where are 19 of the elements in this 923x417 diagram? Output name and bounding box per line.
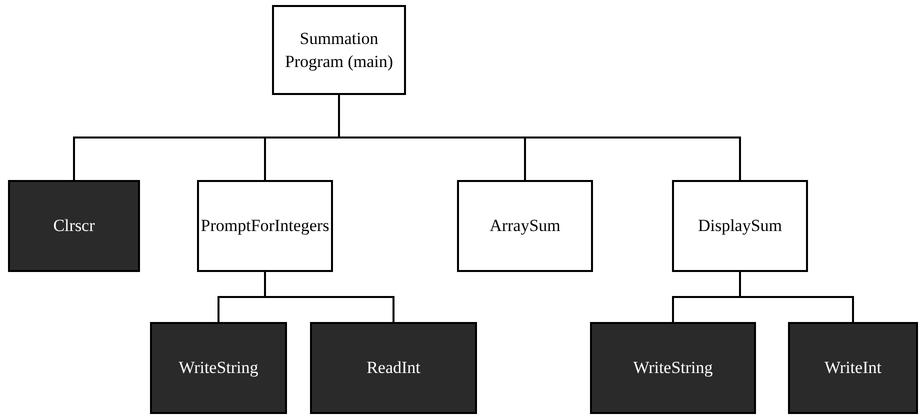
box-label: WriteString xyxy=(633,357,713,380)
procedure-box xyxy=(272,5,406,95)
shaded-procedure-box xyxy=(8,180,140,272)
shaded-procedure-box xyxy=(310,322,477,414)
box-label: WriteString xyxy=(178,357,258,380)
connector-line xyxy=(264,272,394,322)
procedure-box xyxy=(672,180,808,272)
box-label: WriteInt xyxy=(824,357,882,380)
shaded-procedure-box xyxy=(590,322,756,414)
procedure-box xyxy=(197,180,333,272)
box-label: ReadInt xyxy=(366,357,420,380)
procedure-box xyxy=(457,180,593,272)
box-label: PromptForIntegers xyxy=(200,215,330,238)
box-label: Clrscr xyxy=(53,215,95,238)
box-label: ArraySum xyxy=(490,215,560,238)
box-label: Summation Program (main) xyxy=(284,28,394,73)
box-label: DisplaySum xyxy=(698,215,782,238)
shaded-procedure-box xyxy=(788,322,918,414)
shaded-procedure-box xyxy=(150,322,287,414)
